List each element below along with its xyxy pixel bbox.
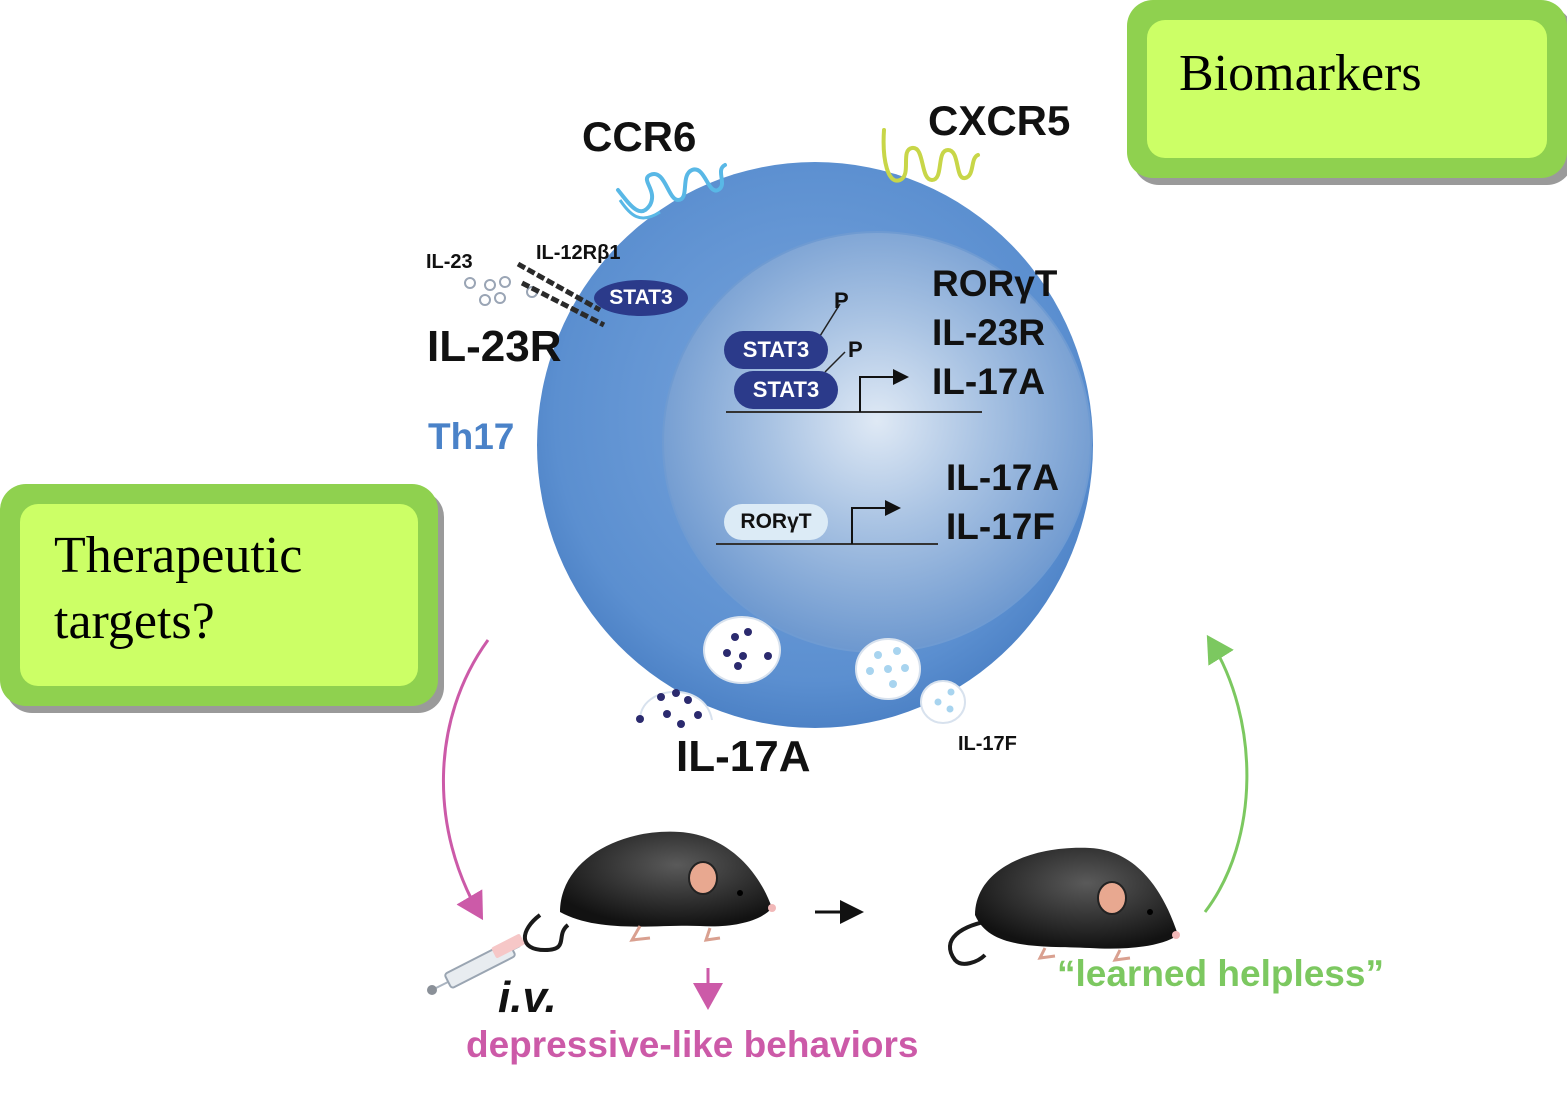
stat3-membrane: STAT3 xyxy=(594,280,688,316)
il17a-secreted-label: IL-17A xyxy=(676,732,811,781)
released-il17a xyxy=(636,689,713,728)
biomarkers-callout: Biomarkers xyxy=(1127,0,1567,178)
gene-il17a-2: IL-17A xyxy=(946,457,1060,498)
cxcr5-receptor xyxy=(881,128,980,183)
phospho-label-1: P xyxy=(834,288,849,313)
vesicle-il17f-large xyxy=(855,638,921,700)
th17-label: Th17 xyxy=(428,416,515,457)
biomarkers-text: Biomarkers xyxy=(1179,45,1422,102)
il17f-secreted-label: IL-17F xyxy=(958,733,1017,755)
therapeutic-callout: Therapeutic targets? xyxy=(0,484,438,706)
gene-il23r: IL-23R xyxy=(932,312,1046,353)
il12rb1-label: IL-12Rβ1 xyxy=(536,242,621,264)
stat3-dimer-b: STAT3 xyxy=(734,371,838,409)
gene-rorgt: RORγT xyxy=(932,263,1058,304)
learned-helpless-label: “learned helpless” xyxy=(1057,953,1384,994)
magenta-arrow xyxy=(442,639,490,921)
green-arrow xyxy=(1203,634,1249,913)
therapeutic-callout-body: Therapeutic targets? xyxy=(20,504,418,686)
il23-label: IL-23 xyxy=(426,251,473,273)
biomarkers-callout-body: Biomarkers xyxy=(1147,20,1547,158)
il23r-label: IL-23R xyxy=(427,322,562,371)
promoter-arrow-top xyxy=(859,369,909,412)
syringe-icon xyxy=(427,934,525,995)
depressive-label: depressive-like behaviors xyxy=(466,1024,919,1065)
il23r-chains xyxy=(516,261,606,328)
stat3-dimer-a: STAT3 xyxy=(724,331,828,369)
vesicle-il17a xyxy=(703,616,781,684)
ccr6-receptor xyxy=(616,163,727,214)
il23-ligands xyxy=(464,276,538,306)
therapeutic-line-2: targets? xyxy=(54,593,215,650)
vesicle-il17f-small xyxy=(920,680,966,724)
phospho-label-2: P xyxy=(848,337,863,362)
ccr6-label: CCR6 xyxy=(582,113,697,160)
mouse-2 xyxy=(948,847,1180,966)
gene-il17f: IL-17F xyxy=(946,506,1055,547)
rorgt-factor: RORγT xyxy=(724,504,828,540)
promoter-arrow-bottom xyxy=(851,500,901,544)
gene-il17a: IL-17A xyxy=(932,361,1046,402)
cxcr5-label: CXCR5 xyxy=(928,97,1071,144)
therapeutic-line-1: Therapeutic xyxy=(54,527,303,584)
iv-label: i.v. xyxy=(498,973,557,1022)
mouse-1 xyxy=(522,831,776,953)
